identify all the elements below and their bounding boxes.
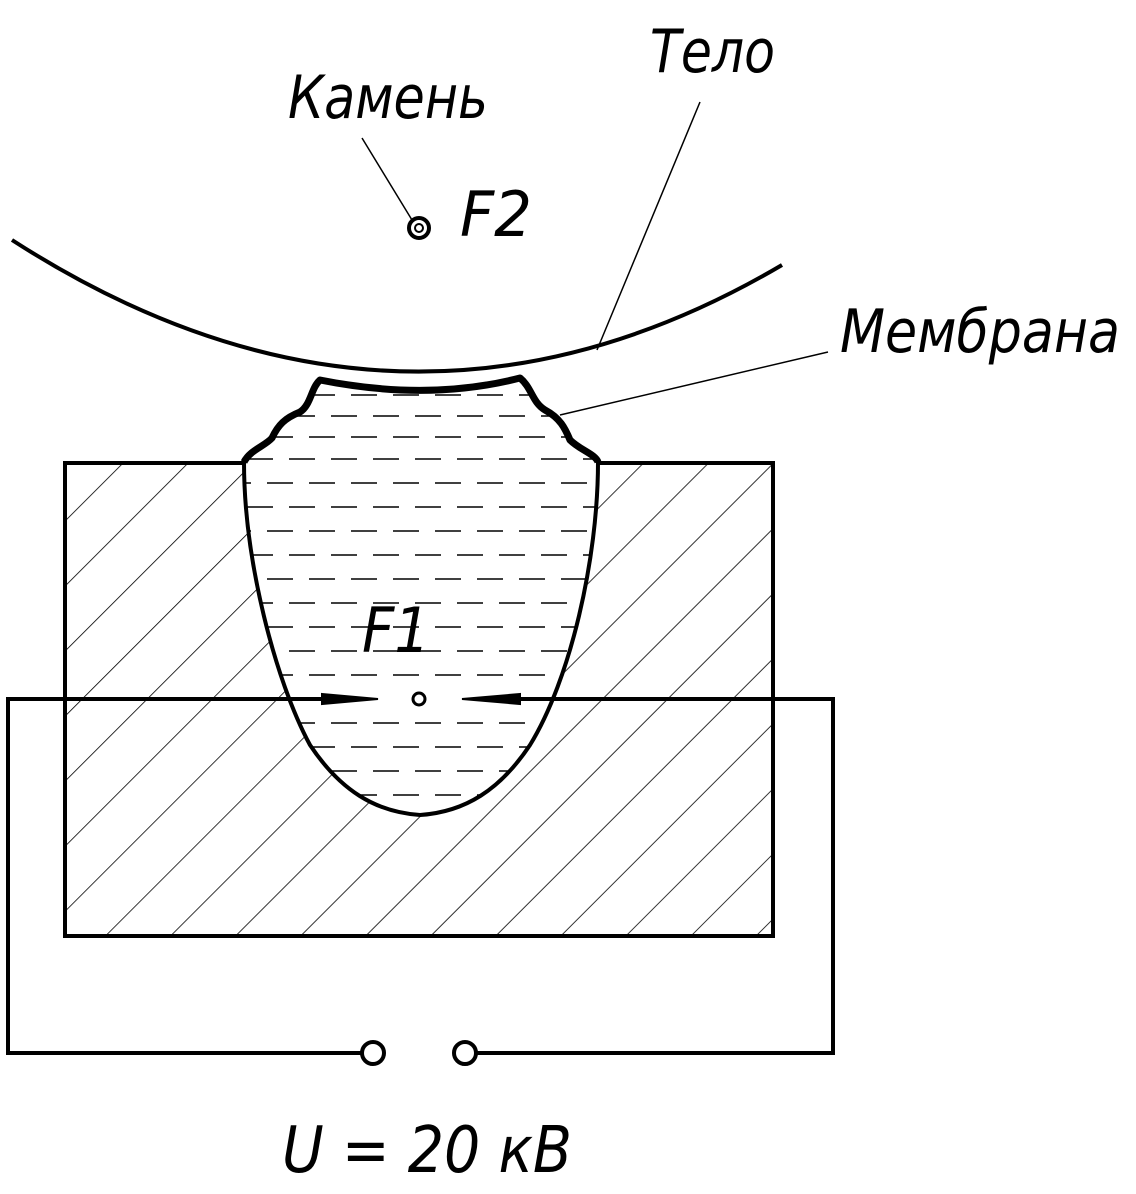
stone-point (407, 216, 431, 240)
shockwave-arrows (321, 692, 521, 706)
label-voltage: U = 20 кВ (282, 1114, 572, 1188)
arrow-right-icon (321, 692, 379, 706)
membrane-leader (559, 351, 829, 416)
focus1-point (411, 691, 427, 707)
terminal-right (452, 1040, 478, 1066)
body-leader (596, 101, 701, 351)
arrow-left-icon (461, 692, 521, 706)
circuit-wires (6, 697, 835, 1055)
terminal-left (360, 1040, 386, 1066)
cavity-outline (242, 461, 600, 818)
label-stone: Камень (288, 63, 488, 133)
label-membrane: Мембрана (840, 297, 1120, 367)
membrane-outline (240, 374, 602, 464)
label-focus2: F2 (460, 178, 532, 251)
label-body: Тело (650, 17, 775, 87)
leader-lines (361, 101, 829, 416)
stone-leader (361, 137, 413, 221)
body-curve (10, 238, 784, 374)
label-focus1: F1 (362, 594, 430, 667)
terminals (360, 1040, 478, 1066)
